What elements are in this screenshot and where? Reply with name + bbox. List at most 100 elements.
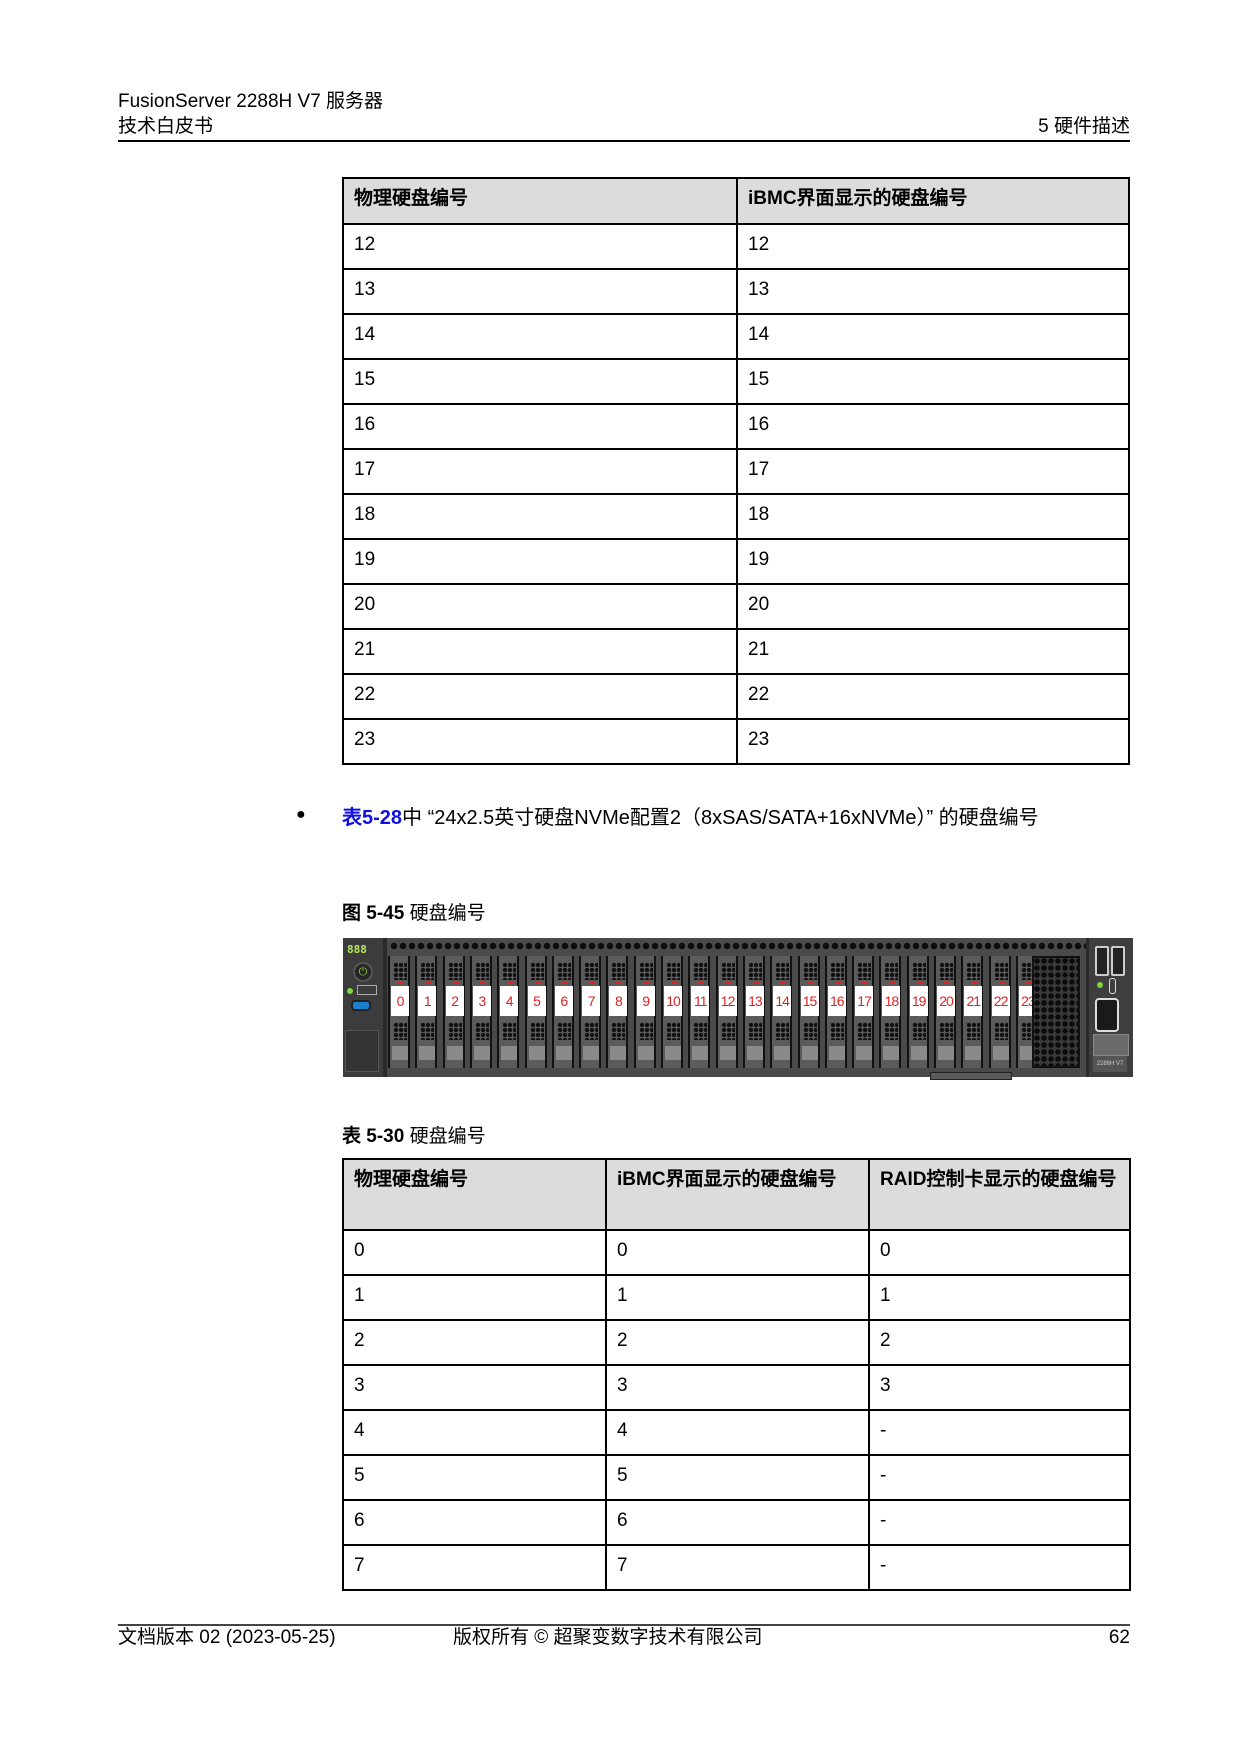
table-cell: 6: [342, 1499, 607, 1546]
drive-handle: [801, 1046, 818, 1060]
drive-slot-label: 14: [773, 986, 792, 1016]
table-cell: 3: [605, 1364, 870, 1411]
drive-slot-label: 18: [882, 986, 901, 1016]
table-label: 表 5-30: [342, 1126, 405, 1147]
drive-bay: 18: [879, 956, 902, 1068]
drive-mesh-icon: [611, 962, 626, 980]
drive-mesh-icon: [720, 962, 735, 980]
drive-mesh-icon: [939, 1022, 953, 1040]
usb-port-icon: [1111, 946, 1125, 976]
column-header: iBMC界面显示的硬盘编号: [605, 1158, 870, 1231]
table-cell: 2: [868, 1319, 1131, 1366]
table-cell: 21: [342, 628, 738, 675]
blank-drive-filler: [1032, 956, 1080, 1068]
drive-mesh-icon: [857, 1022, 872, 1040]
drive-slot-label: 2: [445, 986, 464, 1016]
drive-slot-label: 0: [391, 986, 409, 1016]
left-control-panel: 888 ⏻: [343, 938, 387, 1077]
drive-mesh-icon: [393, 962, 407, 980]
drive-mesh-icon: [720, 1022, 735, 1040]
drive-bay: 8: [606, 956, 629, 1068]
drive-bay: 1: [415, 956, 438, 1068]
drive-mesh-icon: [666, 962, 680, 980]
drive-mesh-icon: [693, 962, 708, 980]
table-cell: 14: [342, 313, 738, 360]
column-header: 物理硬盘编号: [342, 1158, 607, 1231]
drive-slot-label: 22: [991, 986, 1010, 1016]
drive-slot-label: 8: [609, 986, 628, 1016]
drive-mesh-icon: [857, 962, 872, 980]
drive-mesh-icon: [447, 962, 462, 980]
drive-handle: [992, 1046, 1009, 1060]
table-cell: 2: [605, 1319, 870, 1366]
drive-mesh-icon: [638, 1022, 653, 1040]
drive-bay: 22: [988, 956, 1011, 1068]
table-cell: 12: [736, 223, 1130, 270]
figure-label: 图 5-45: [342, 903, 405, 924]
drive-bay: 7: [579, 956, 602, 1068]
drive-mesh-icon: [747, 962, 762, 980]
drive-fault-led: [425, 981, 432, 984]
header-divider: [118, 140, 1130, 142]
table-cell: 19: [736, 538, 1130, 585]
drive-fault-led: [971, 981, 978, 984]
drive-slot-label: 6: [554, 986, 573, 1016]
drive-fault-led: [998, 981, 1005, 984]
drive-mesh-icon: [884, 962, 899, 980]
left-cover: [345, 1030, 379, 1072]
table-cell: 22: [736, 673, 1130, 720]
table-caption: 表 5-30 硬盘编号: [342, 1121, 486, 1148]
drive-handle: [883, 1046, 900, 1060]
drive-mesh-icon: [775, 1022, 790, 1040]
table-cell: 0: [868, 1229, 1131, 1276]
bullet-text: 表5-28中 “24x2.5英寸硬盘NVMe配置2（8xSAS/SATA+16x…: [342, 806, 1132, 831]
table-cell: 13: [342, 268, 738, 315]
drive-handle: [774, 1046, 791, 1060]
footer-copyright: 版权所有 © 超聚变数字技术有限公司: [453, 1627, 763, 1648]
drive-slot-label: 9: [636, 986, 655, 1016]
drive-mesh-icon: [1020, 1022, 1035, 1040]
drive-handle: [910, 1046, 927, 1060]
drive-bay: 13: [742, 956, 765, 1068]
drive-bay: 15: [797, 956, 820, 1068]
header-doc-type: 技术白皮书: [118, 116, 214, 137]
drive-mesh-icon: [693, 1022, 708, 1040]
vga-port-icon: [1095, 998, 1119, 1032]
drive-bay: 20: [934, 956, 956, 1068]
drive-slot-label: 16: [827, 986, 846, 1016]
drive-slot-label: 15: [800, 986, 819, 1016]
drive-fault-led: [452, 981, 459, 984]
drive-mesh-icon: [611, 1022, 626, 1040]
drive-mesh-icon: [775, 962, 790, 980]
drive-mesh-icon: [420, 962, 435, 980]
table-cell: 2: [342, 1319, 607, 1366]
bottom-pull-tab: [930, 1072, 1012, 1080]
vent-dots: [390, 942, 1090, 950]
drive-handle: [392, 1046, 408, 1060]
drive-mesh-icon: [584, 1022, 599, 1040]
table-cell: 5: [342, 1454, 607, 1501]
drive-mesh-icon: [474, 962, 489, 980]
footer-page-number: 62: [1108, 1627, 1130, 1648]
drive-fault-led: [725, 981, 732, 984]
drive-bay: 4: [497, 956, 520, 1068]
drive-fault-led: [807, 981, 814, 984]
usb-port-icon: [1095, 946, 1109, 976]
drive-handle: [938, 1046, 954, 1060]
drive-fault-led: [780, 981, 787, 984]
drive-mesh-icon: [393, 1022, 407, 1040]
drive-slot-label: 7: [582, 986, 601, 1016]
table-5-28-link[interactable]: 表5-28: [342, 807, 403, 829]
drive-handle: [1019, 1046, 1036, 1060]
drive-slot-label: 21: [964, 986, 983, 1016]
drive-handle: [692, 1046, 709, 1060]
figure-caption: 图 5-45 硬盘编号: [342, 898, 486, 925]
drive-slot-label: 12: [718, 986, 737, 1016]
